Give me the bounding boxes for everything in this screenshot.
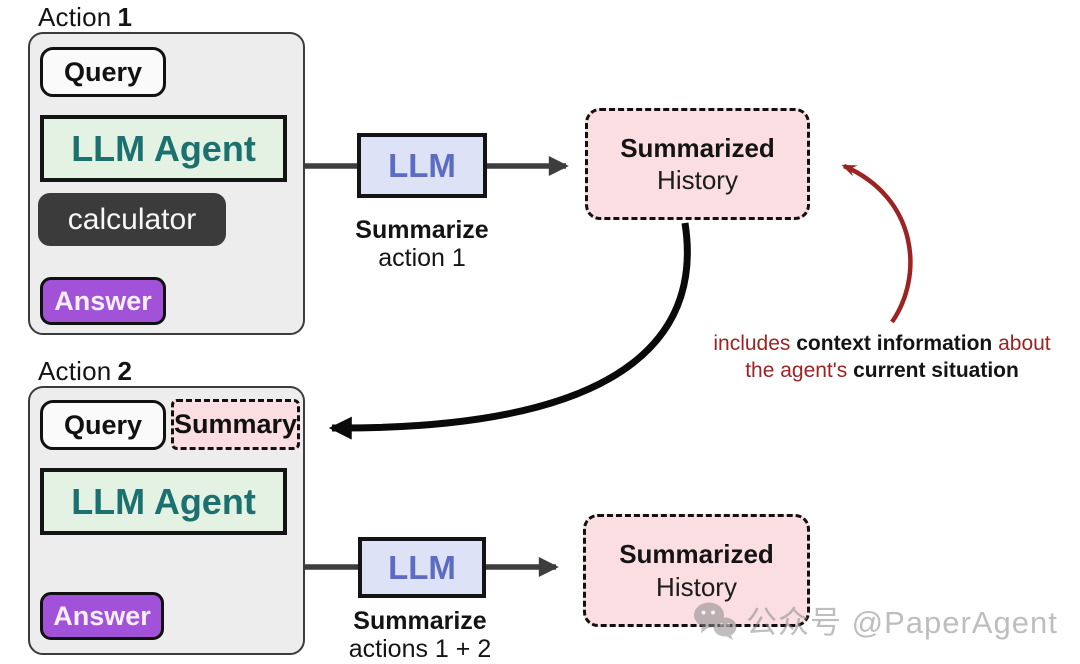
action2-summary-label: Summary	[173, 409, 298, 439]
action1-calculator-box: calculator	[38, 193, 226, 246]
flow1-history-line2: History	[657, 165, 738, 195]
watermark: 公众号 @PaperAgent	[692, 597, 1058, 642]
action2-label-number: 2	[117, 356, 133, 386]
action1-label-word: Action	[38, 2, 112, 32]
annotation-bold-1: context information	[796, 332, 993, 355]
flow2-llm-label: LLM	[388, 548, 456, 586]
action1-llm-agent-label: LLM Agent	[71, 127, 256, 169]
annotation-bold-2: current situation	[853, 358, 1019, 382]
annotation-red-1: includes	[713, 332, 797, 355]
flow2-llm-box: LLM	[358, 537, 486, 598]
flow1-history-line1: Summarized	[620, 132, 775, 163]
action2-summary-box: Summary	[171, 399, 300, 450]
action2-llm-agent-label: LLM Agent	[71, 480, 256, 522]
action1-query-label: Query	[63, 56, 143, 87]
action2-answer-box: Answer	[40, 592, 164, 640]
action1-answer-box: Answer	[40, 277, 166, 325]
flow2-caption-bold: Summarize	[353, 607, 487, 635]
flow1-summarized-history-box: Summarized History	[585, 108, 810, 220]
arrow-annotation-history1	[841, 163, 913, 324]
action2-answer-label: Answer	[53, 600, 151, 631]
wechat-icon	[694, 602, 737, 640]
action2-llm-agent-box: LLM Agent	[40, 468, 287, 535]
flow1-caption-bold: Summarize	[355, 216, 489, 244]
flow2-history-line1: Summarized	[619, 539, 774, 569]
flow2-history-line2: History	[656, 571, 737, 602]
context-annotation: includes context information about the a…	[672, 331, 1080, 385]
action1-answer-label: Answer	[54, 285, 152, 316]
action1-calculator-label: calculator	[67, 202, 197, 236]
flow1-llm-box: LLM	[357, 133, 487, 198]
action2-query-box: Query	[40, 400, 166, 450]
flow1-llm-label: LLM	[388, 146, 456, 184]
annotation-red-3: the agent's	[745, 358, 854, 382]
action1-label-number: 1	[117, 2, 133, 32]
flow1-caption: Summarize action 1	[312, 216, 532, 272]
watermark-text: 公众号 @PaperAgent	[746, 605, 1058, 640]
annotation-red-2: about	[992, 332, 1051, 355]
arrow-history1-summary	[328, 222, 691, 440]
action1-llm-agent-box: LLM Agent	[40, 115, 287, 182]
action1-query-box: Query	[40, 47, 166, 97]
action2-query-label: Query	[63, 409, 143, 440]
action2-label-word: Action	[38, 356, 112, 386]
flow1-caption-rest: action 1	[378, 244, 466, 272]
flow2-caption: Summarize actions 1 + 2	[310, 607, 530, 663]
flow2-caption-rest: actions 1 + 2	[348, 635, 492, 663]
